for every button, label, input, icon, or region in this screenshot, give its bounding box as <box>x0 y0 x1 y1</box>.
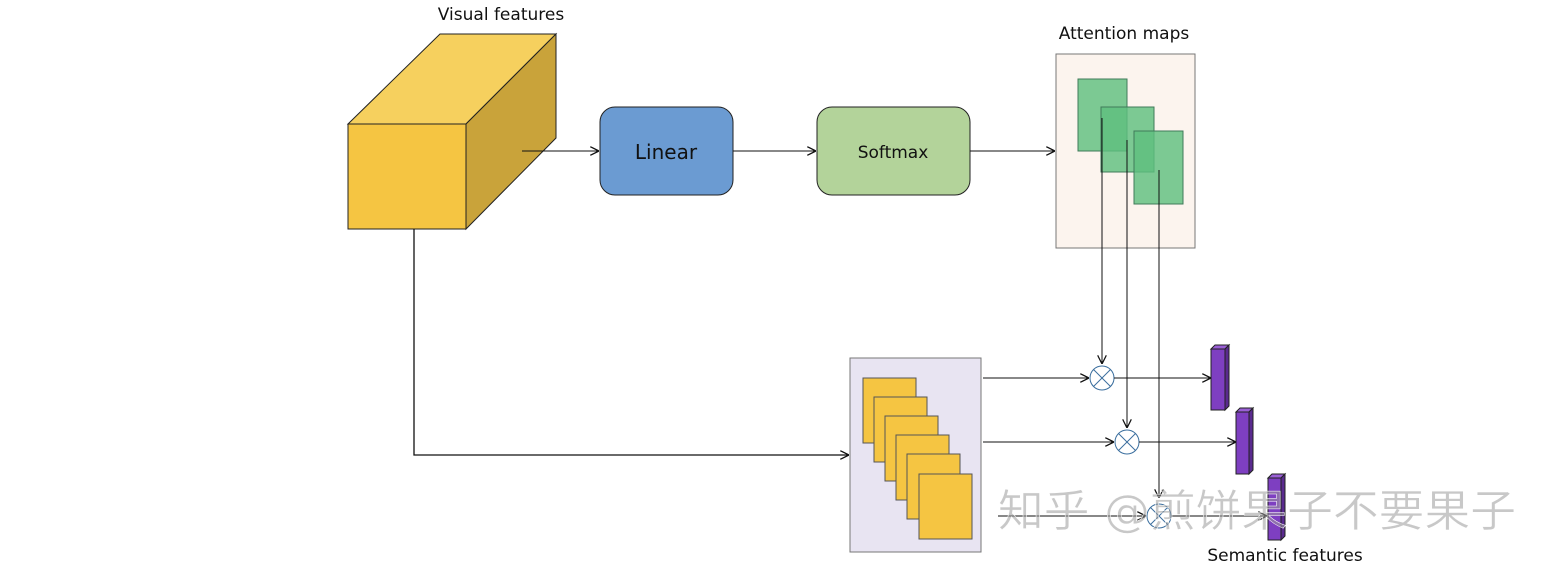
linear-label: Linear <box>635 140 698 164</box>
semantic-feature-bar-1 <box>1209 343 1231 412</box>
semantic-feature-bar-2 <box>1234 406 1255 476</box>
multiply-icon <box>1114 429 1140 455</box>
feature-slice-6 <box>918 473 973 540</box>
connector-cube-to-stack <box>413 229 849 455</box>
attention-maps-label: Attention maps <box>1059 24 1190 44</box>
visual-features-label: Visual features <box>438 5 565 25</box>
watermark: 知乎 @煎饼果子不要果子 <box>998 486 1516 537</box>
semantic-features-label: Semantic features <box>1207 546 1363 566</box>
multiply-icon <box>1089 365 1115 391</box>
cube-front-face <box>347 123 467 230</box>
visual-features-cube <box>346 32 558 231</box>
softmax-label: Softmax <box>858 143 929 163</box>
semantic-feature-bar-3 <box>1266 472 1287 542</box>
